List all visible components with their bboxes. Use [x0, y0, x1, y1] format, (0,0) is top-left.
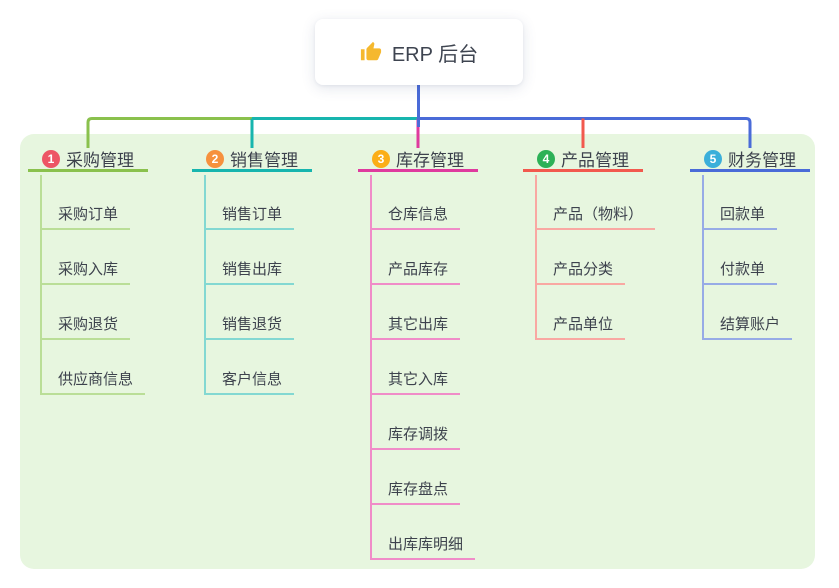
child-label: 出库库明细 — [388, 536, 464, 553]
child-node[interactable]: 销售退货 — [204, 285, 295, 340]
branch-children: 仓库信息产品库存其它出库其它入库库存调拨库存盘点出库库明细 — [370, 175, 476, 560]
branch-title-5[interactable]: 5 财务管理 — [690, 148, 810, 172]
child-label: 回款单 — [720, 206, 766, 223]
child-label: 结算账户 — [720, 316, 781, 333]
branch-5: 5 财务管理回款单付款单结算账户 — [690, 148, 810, 340]
branch-badge: 4 — [537, 149, 555, 168]
branch-label: 销售管理 — [230, 151, 298, 170]
branch-title-1[interactable]: 1 采购管理 — [28, 148, 148, 172]
child-node[interactable]: 回款单 — [702, 175, 778, 230]
child-connector-line — [204, 175, 206, 395]
child-label: 客户信息 — [222, 371, 283, 388]
child-label: 销售退货 — [222, 316, 283, 333]
branch-title-3[interactable]: 3 库存管理 — [358, 148, 478, 172]
child-label: 其它入库 — [388, 371, 449, 388]
child-label: 产品库存 — [388, 261, 449, 278]
child-node[interactable]: 采购退货 — [40, 285, 131, 340]
branch-label: 库存管理 — [396, 151, 464, 170]
branches-panel — [20, 134, 815, 569]
child-node[interactable]: 产品库存 — [370, 230, 461, 285]
branch-badge: 5 — [704, 149, 722, 168]
child-node[interactable]: 仓库信息 — [370, 175, 461, 230]
branch-3: 3 库存管理仓库信息产品库存其它出库其它入库库存调拨库存盘点出库库明细 — [358, 148, 478, 560]
branch-label: 采购管理 — [66, 151, 134, 170]
root-node[interactable]: ERP 后台 — [315, 19, 523, 85]
child-label: 采购入库 — [58, 261, 119, 278]
child-label: 产品分类 — [553, 261, 614, 278]
child-label: 采购退货 — [58, 316, 119, 333]
child-node[interactable]: 采购入库 — [40, 230, 131, 285]
branch-label: 产品管理 — [561, 151, 629, 170]
child-connector-line — [370, 175, 372, 560]
branch-2: 2 销售管理销售订单销售出库销售退货客户信息 — [192, 148, 312, 395]
child-node[interactable]: 其它入库 — [370, 340, 461, 395]
branch-badge: 3 — [372, 149, 390, 168]
branch-children: 产品（物料） 产品分类产品单位 — [535, 175, 656, 340]
child-node[interactable]: 结算账户 — [702, 285, 793, 340]
branch-title-4[interactable]: 4 产品管理 — [523, 148, 643, 172]
child-label: 供应商信息 — [58, 371, 134, 388]
child-label: 库存盘点 — [388, 481, 449, 498]
child-label: 其它出库 — [388, 316, 449, 333]
child-label: 付款单 — [720, 261, 766, 278]
child-node[interactable]: 出库库明细 — [370, 505, 476, 560]
child-label: 产品（物料） — [553, 206, 644, 223]
branch-children: 销售订单销售出库销售退货客户信息 — [204, 175, 295, 395]
child-node[interactable]: 销售订单 — [204, 175, 295, 230]
branch-children: 回款单付款单结算账户 — [702, 175, 793, 340]
root-title: ERP 后台 — [391, 43, 479, 66]
child-node[interactable]: 其它出库 — [370, 285, 461, 340]
child-label: 产品单位 — [553, 316, 614, 333]
branch-4: 4 产品管理产品（物料） 产品分类产品单位 — [523, 148, 656, 340]
child-label: 采购订单 — [58, 206, 119, 223]
thumbs-up-icon — [360, 41, 382, 63]
child-node[interactable]: 库存盘点 — [370, 450, 461, 505]
child-node[interactable]: 库存调拨 — [370, 395, 461, 450]
child-node[interactable]: 供应商信息 — [40, 340, 146, 395]
child-node[interactable]: 客户信息 — [204, 340, 295, 395]
child-node[interactable]: 产品（物料） — [535, 175, 656, 230]
branch-children: 采购订单采购入库采购退货供应商信息 — [40, 175, 146, 395]
child-node[interactable]: 产品分类 — [535, 230, 626, 285]
branch-label: 财务管理 — [728, 151, 796, 170]
child-label: 销售订单 — [222, 206, 283, 223]
child-node[interactable]: 付款单 — [702, 230, 778, 285]
child-node[interactable]: 产品单位 — [535, 285, 626, 340]
child-label: 销售出库 — [222, 261, 283, 278]
child-label: 库存调拨 — [388, 426, 449, 443]
child-node[interactable]: 销售出库 — [204, 230, 295, 285]
branch-1: 1 采购管理采购订单采购入库采购退货供应商信息 — [28, 148, 148, 395]
child-connector-line — [702, 175, 704, 340]
branch-badge: 2 — [206, 149, 224, 168]
branch-title-2[interactable]: 2 销售管理 — [192, 148, 312, 172]
child-node[interactable]: 采购订单 — [40, 175, 131, 230]
child-label: 仓库信息 — [388, 206, 449, 223]
branch-badge: 1 — [42, 149, 60, 168]
child-connector-line — [40, 175, 42, 395]
child-connector-line — [535, 175, 537, 340]
